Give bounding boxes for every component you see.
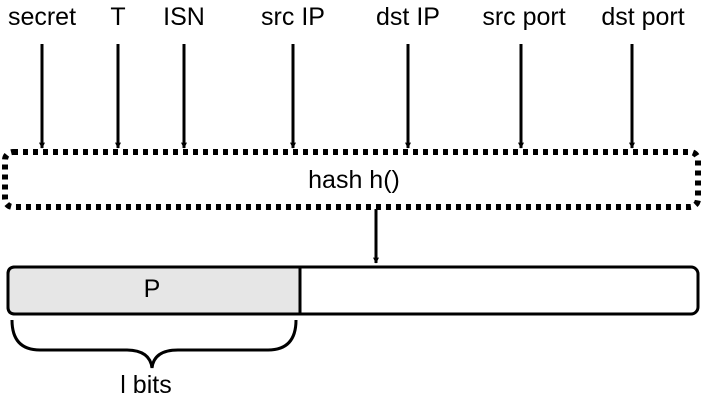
hash-box — [2, 149, 701, 210]
prefix-length-label: l bits — [120, 371, 171, 399]
input-label-src-port: src port — [482, 3, 565, 31]
input-label-isn: ISN — [163, 3, 205, 31]
input-label-src-ip: src IP — [261, 3, 325, 31]
hash-box-label: hash h() — [308, 166, 400, 194]
prefix-segment — [6, 265, 302, 316]
input-label-dst-port: dst port — [601, 3, 684, 31]
prefix-brace — [10, 319, 298, 369]
input-label-secret: secret — [8, 3, 76, 31]
input-label-t: T — [110, 3, 125, 31]
input-label-dst-ip: dst IP — [376, 3, 440, 31]
prefix-label: P — [144, 275, 161, 303]
